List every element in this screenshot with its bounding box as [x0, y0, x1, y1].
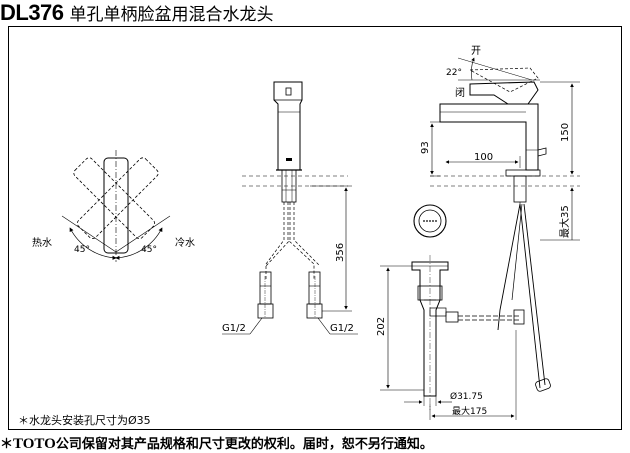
handle-top-view: 热水 冷水 45° 45°	[32, 150, 195, 262]
hot-water-label: 热水	[32, 236, 52, 249]
closed-label: 闭	[455, 86, 465, 99]
title-bar: DL376 单孔单柄脸盆用混合水龙头	[0, 0, 274, 26]
cold-water-label: 冷水	[175, 236, 195, 249]
brand-logo: TOTO	[13, 436, 56, 452]
footer-asterisk: ＊	[0, 437, 14, 452]
side-view: 开 22° 闭 93 100 150 最大35	[420, 46, 580, 392]
model-number: DL376	[0, 0, 64, 25]
handle-angle-label: 22°	[446, 68, 462, 78]
supply-right	[306, 271, 323, 319]
dimension-max35: 最大35	[558, 205, 571, 238]
drain-top-outer	[413, 204, 447, 238]
drawing-frame	[8, 26, 622, 430]
dimension-100: 100	[474, 152, 493, 163]
thread-left-label: G1/2	[222, 323, 246, 334]
open-label: 开	[471, 46, 481, 57]
handle-rotated-left	[73, 157, 156, 240]
install-hole-note: ＊水龙头安装孔尺寸为Ø35	[18, 414, 151, 427]
angle-left-label: 45°	[74, 245, 90, 255]
handle-rotated-right	[76, 157, 159, 240]
thread-right-label: G1/2	[330, 323, 354, 334]
dimension-202: 202	[376, 317, 387, 336]
supply-left	[257, 271, 274, 319]
front-view: G1/2 G1/2 356	[222, 81, 358, 335]
drain-view: 202 Ø31.75 最大175	[376, 204, 525, 420]
product-title: 单孔单柄脸盆用混合水龙头	[69, 5, 274, 25]
angle-right-label: 45°	[141, 245, 157, 255]
dimension-356: 356	[335, 243, 346, 262]
footer-disclaimer: ＊TOTO公司保留对其产品规格和尺寸更改的权利。届时，恕不另行通知。	[0, 433, 433, 453]
dimension-max175: 最大175	[452, 405, 487, 417]
dimension-diameter: Ø31.75	[450, 391, 483, 402]
disclaimer-text: 公司保留对其产品规格和尺寸更改的权利。届时，恕不另行通知。	[55, 437, 433, 452]
dimension-93: 93	[420, 141, 431, 154]
dimension-150: 150	[560, 123, 571, 142]
